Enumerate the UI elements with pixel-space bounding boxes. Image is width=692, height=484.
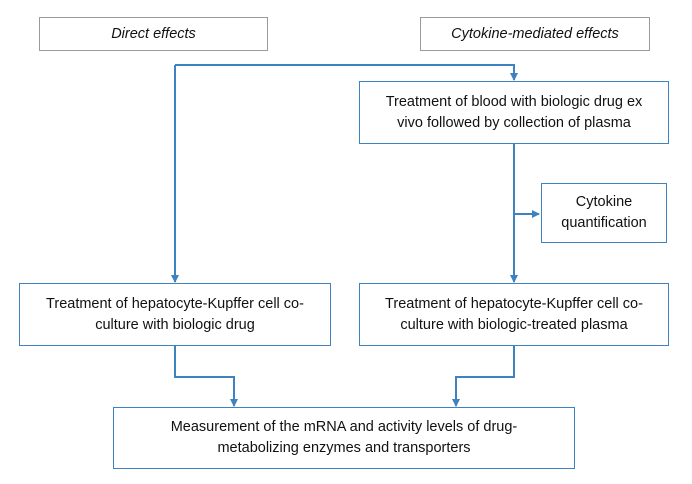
cytokine-mediated-effects-label: Cytokine-mediated effects <box>420 17 650 51</box>
arrow-coculture-plasma-to-measurement <box>452 346 515 407</box>
arrow-top-to-blood-treatment <box>175 64 518 81</box>
cytokine-quantification-box: Cytokine quantification <box>541 183 667 243</box>
measurement-box: Measurement of the mRNA and activity lev… <box>113 407 575 469</box>
coculture-treated-plasma-box: Treatment of hepatocyte-Kupffer cell co-… <box>359 283 669 346</box>
coculture-biologic-drug-box: Treatment of hepatocyte-Kupffer cell co-… <box>19 283 331 346</box>
blood-treatment-box: Treatment of blood with biologic drug ex… <box>359 81 669 144</box>
direct-effects-label: Direct effects <box>39 17 268 51</box>
arrow-coculture-drug-to-measurement <box>174 346 238 407</box>
